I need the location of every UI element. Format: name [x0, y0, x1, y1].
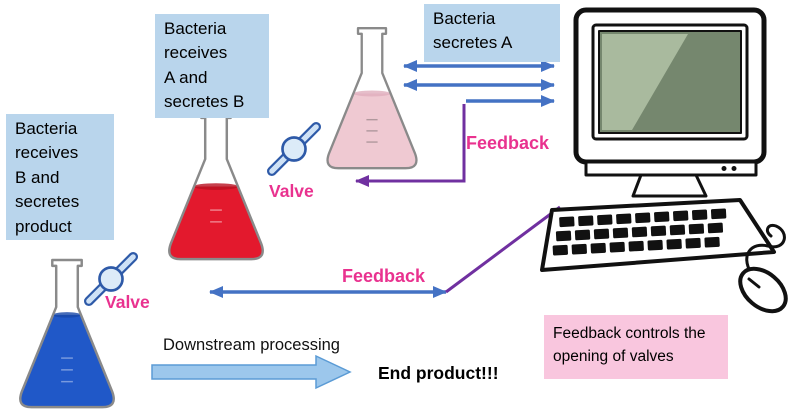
- end-product-label: End product!!!: [378, 363, 499, 383]
- valve-bottom-icon: [80, 248, 142, 310]
- mouse-cable: [745, 223, 786, 275]
- feedback-label-top: Feedback: [466, 133, 550, 153]
- flask-a-liquid: [327, 93, 417, 169]
- label-box-receives-b: Bacteria receives B and secretes product: [6, 114, 114, 240]
- flask-b-icon: [157, 110, 275, 267]
- valve-top-icon: [263, 118, 325, 180]
- mouse-icon: [738, 266, 788, 314]
- flask-b-liquid: [169, 186, 263, 260]
- feedback-link-bottom: [445, 205, 561, 294]
- computer-icon: [538, 4, 798, 316]
- valve-label-top: Valve: [269, 181, 314, 201]
- feedback-controls-box: Feedback controls the opening of valves: [544, 315, 728, 379]
- flask-a-icon: [316, 26, 428, 176]
- label-box-secretes-a: Bacteria secretes A: [424, 4, 560, 62]
- feedback-arrow-top: [355, 104, 466, 187]
- flask-c-icon: [8, 258, 126, 415]
- feedback-label-bottom: Feedback: [342, 266, 426, 286]
- label-box-receives-a: Bacteria receives A and secretes B: [155, 14, 269, 118]
- downstream-processing-label: Downstream processing: [163, 336, 340, 354]
- valve-label-bottom: Valve: [105, 292, 150, 312]
- downstream-arrow: [151, 354, 352, 390]
